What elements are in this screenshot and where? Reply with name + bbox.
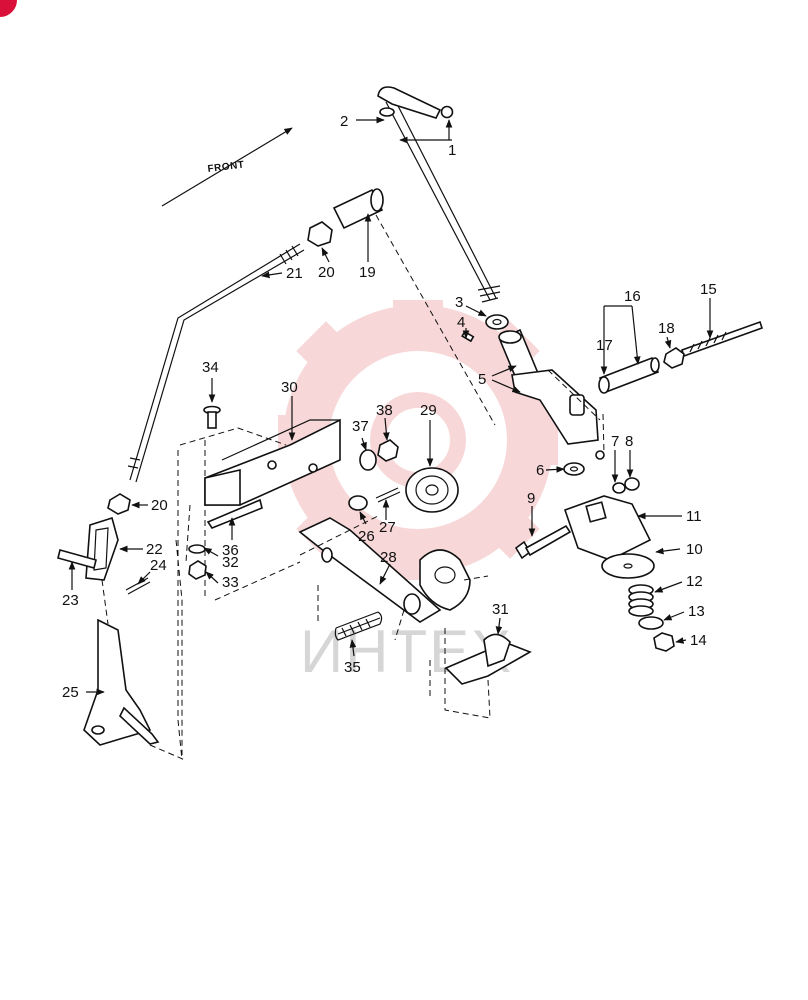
part-nut-18 [663,347,685,369]
callout-18: 18 [658,320,675,337]
part-washer-6 [563,462,585,476]
callout-31: 31 [492,601,509,618]
callout-24: 24 [150,557,167,574]
part-bolt-36 [206,498,263,529]
callout-6: 6 [536,462,544,479]
callout-10: 10 [686,541,703,558]
callout-30: 30 [281,379,298,396]
part-nut-38 [377,439,399,462]
callout-36: 36 [222,542,239,559]
callout-12: 12 [686,573,703,590]
front-direction-indicator: FRONT [161,127,293,207]
callout-15: 15 [700,281,717,298]
part-washer-13 [638,616,664,630]
callout-27: 27 [379,519,396,536]
callout-21: 21 [286,265,303,282]
callout-38: 38 [376,402,393,419]
callout-14: 14 [690,632,707,649]
callout-4: 4 [457,314,465,331]
part-rod-with-knob [377,86,501,303]
part-tube-16-17 [598,356,660,394]
callout-34: 34 [202,359,219,376]
part-sleeve-19 [332,188,384,230]
callout-2: 2 [340,113,348,130]
part-pulley-29 [405,467,459,513]
callout-20-upper: 20 [318,264,335,281]
part-lever-25 [83,618,160,746]
part-crossshaft-28 [298,517,471,623]
part-washer-7 [612,482,626,494]
callout-20-lower: 20 [151,497,168,514]
part-bolt-34 [203,405,221,429]
part-cotter-24 [125,577,151,595]
callout-16: 16 [624,288,641,305]
callout-3: 3 [455,294,463,311]
front-label: FRONT [207,160,245,175]
part-pin-23 [57,549,97,569]
callout-11: 11 [686,508,702,525]
callout-32: 32 [222,554,239,571]
part-nut-33 [188,560,207,580]
part-washer-26 [348,495,368,511]
part-nut-14 [653,632,675,652]
callout-25: 25 [62,684,79,701]
assembly-lines [101,214,605,761]
part-channel-bracket-30 [204,418,341,506]
part-washer-3 [485,314,509,330]
callout-26: 26 [358,528,375,545]
callout-28: 28 [380,549,397,566]
callout-37: 37 [352,418,369,435]
part-spring-12 [628,584,654,617]
part-clevis-22 [85,516,119,581]
part-washer-32 [188,544,206,554]
callout-23: 23 [62,592,79,609]
callout-13: 13 [688,603,705,620]
callout-9: 9 [527,490,535,507]
callout-leaders [68,116,714,696]
callout-19: 19 [359,264,376,281]
part-nut-20-upper [307,221,333,247]
watermark-gear-icon [278,300,558,580]
callout-29: 29 [420,402,437,419]
part-spacer-37 [359,449,377,471]
callout-1: 1 [448,142,456,159]
callout-7: 7 [611,433,619,450]
corner-badge-icon [0,0,17,17]
part-bracket-11 [563,495,652,561]
part-bolt-9 [514,524,572,560]
part-washer-10 [601,553,655,579]
callout-17: 17 [596,337,613,354]
callout-35: 35 [344,659,361,676]
part-spring-35 [334,611,383,641]
callout-33: 33 [222,574,239,591]
callout-labels: 1 2 3 4 5 6 7 8 9 10 11 12 13 14 15 16 1… [62,113,717,701]
part-cotter-27 [375,487,401,503]
callout-22: 22 [146,541,163,558]
part-shift-lever-5 [498,328,605,460]
callout-8: 8 [625,433,633,450]
part-bracket-31 [444,633,532,685]
part-nut-20-lower [107,493,131,515]
part-threaded-rod-15 [680,320,764,358]
callout-5: 5 [478,371,486,388]
part-nut-8 [624,477,640,491]
